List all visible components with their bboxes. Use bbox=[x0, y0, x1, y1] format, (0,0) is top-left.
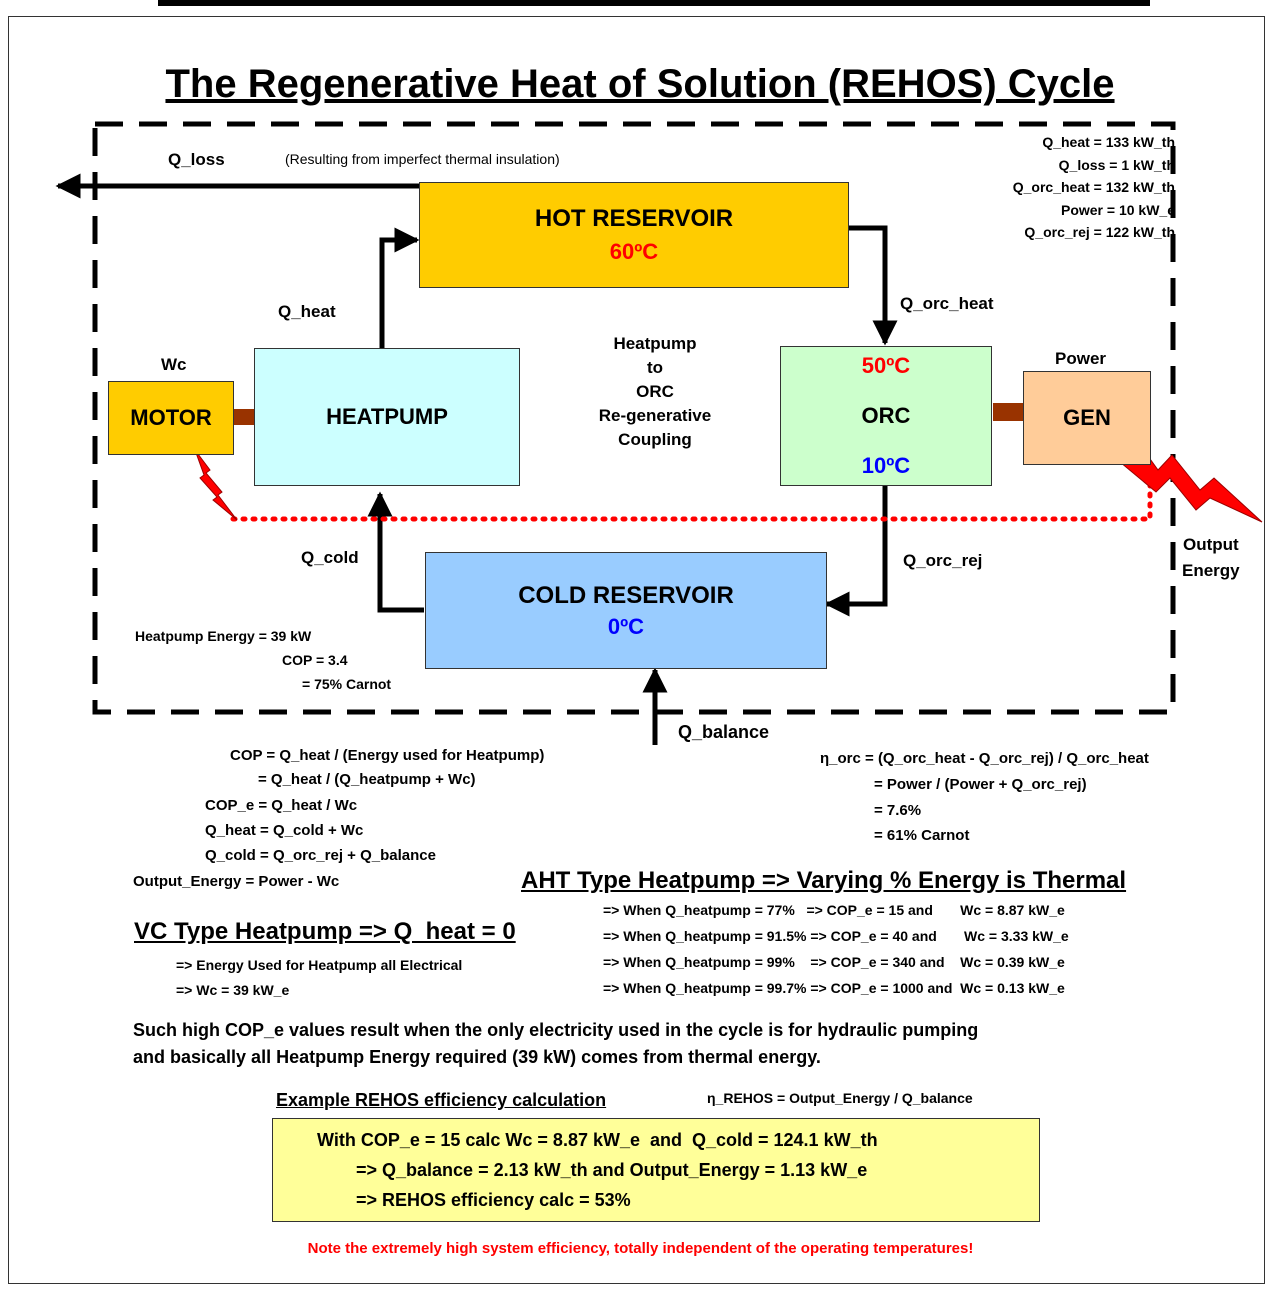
motor-label: MOTOR bbox=[130, 405, 212, 430]
page-title: The Regenerative Heat of Solution (REHOS… bbox=[165, 62, 1115, 106]
example-line-3: => REHOS efficiency calc = 53% bbox=[356, 1190, 631, 1210]
q-orc-heat-label: Q_orc_heat bbox=[900, 294, 994, 313]
q-loss-label: Q_loss bbox=[168, 150, 225, 169]
heatpump-carnot: = 75% Carnot bbox=[302, 676, 392, 692]
example-heading: Example REHOS efficiency calculation bbox=[276, 1090, 607, 1110]
example-box bbox=[272, 1118, 1040, 1222]
slide-frame bbox=[8, 16, 1265, 1284]
gen-box: GEN bbox=[1023, 371, 1151, 465]
power-label: Power bbox=[1055, 349, 1107, 368]
aht-row-3: => When Q_heatpump = 99% => COP_e = 340 … bbox=[603, 954, 1065, 970]
motor-box: MOTOR bbox=[108, 381, 234, 455]
explanation-line-1: Such high COP_e values result when the o… bbox=[133, 1020, 979, 1040]
coupling-note: Heatpump to ORC Re-generative Coupling bbox=[560, 332, 750, 452]
q-loss-note: (Resulting from imperfect thermal insula… bbox=[285, 151, 560, 167]
orc-cold-temp: 10ºC bbox=[861, 453, 911, 478]
value-q-orc-rej: Q_orc_rej = 122 kW_th bbox=[1024, 224, 1175, 240]
output-energy-label: Output Energy bbox=[1182, 532, 1240, 584]
cop-formula-4: Q_heat = Q_cold + Wc bbox=[205, 822, 364, 839]
q-cold-label: Q_cold bbox=[301, 548, 359, 567]
vc-row-1: => Energy Used for Heatpump all Electric… bbox=[176, 957, 463, 973]
orc-formula-4: = 61% Carnot bbox=[874, 827, 970, 844]
example-line-2: => Q_balance = 2.13 kW_th and Output_Ene… bbox=[356, 1160, 868, 1180]
explanation-line-2: and basically all Heatpump Energy requir… bbox=[133, 1047, 821, 1067]
q-balance-label: Q_balance bbox=[678, 722, 770, 742]
example-line-1: With COP_e = 15 calc Wc = 8.87 kW_e and … bbox=[317, 1130, 878, 1150]
cold-reservoir-box: COLD RESERVOIR 0ºC bbox=[425, 552, 827, 669]
footer-note: Note the extremely high system efficienc… bbox=[307, 1240, 974, 1257]
hot-reservoir-label: HOT RESERVOIR bbox=[534, 205, 734, 232]
cop-formula-2: = Q_heat / (Q_heatpump + Wc) bbox=[258, 771, 476, 788]
value-q-loss: Q_loss = 1 kW_th bbox=[1058, 156, 1175, 173]
values-list: Q_heat = 133 kW_th Q_loss = 1 kW_th Q_or… bbox=[1013, 131, 1175, 244]
power-return-line bbox=[227, 481, 1153, 522]
heatpump-energy: Heatpump Energy = 39 kW bbox=[135, 628, 312, 644]
cold-reservoir-label: COLD RESERVOIR bbox=[518, 581, 734, 609]
example-formula: η_REHOS = Output_Energy / Q_balance bbox=[707, 1090, 973, 1106]
coupling-line-4: Re-generative bbox=[598, 406, 712, 425]
q-cold-arrow bbox=[367, 491, 424, 613]
system-boundary bbox=[92, 121, 1176, 715]
gen-label: GEN bbox=[1063, 405, 1111, 430]
value-q-orc-heat: Q_orc_heat = 132 kW_th bbox=[1012, 179, 1175, 195]
q-orc-heat-arrow bbox=[848, 225, 898, 346]
cop-formula-3: COP_e = Q_heat / Wc bbox=[205, 797, 358, 814]
heatpump-label: HEATPUMP bbox=[326, 404, 448, 429]
wc-label: Wc bbox=[161, 355, 187, 374]
value-power: Power = 10 kW_e bbox=[1060, 201, 1175, 218]
aht-row-2: => When Q_heatpump = 91.5% => COP_e = 40… bbox=[603, 928, 1069, 944]
aht-heading: AHT Type Heatpump => Varying % Energy is… bbox=[521, 867, 1127, 894]
aht-row-1: => When Q_heatpump = 77% => COP_e = 15 a… bbox=[603, 902, 1065, 918]
top-bar bbox=[158, 0, 1150, 6]
hot-reservoir-box: HOT RESERVOIR 60ºC bbox=[419, 182, 849, 288]
cop-formula-5: Q_cold = Q_orc_rej + Q_balance bbox=[205, 847, 436, 864]
orc-formula-2: = Power / (Power + Q_orc_rej) bbox=[874, 776, 1087, 793]
q-orc-rej-arrow bbox=[824, 485, 888, 617]
coupling-line-5: Coupling bbox=[618, 430, 692, 449]
motor-shaft bbox=[233, 409, 255, 425]
cop-formula-6: Output_Energy = Power - Wc bbox=[133, 873, 340, 890]
coupling-line-1: Heatpump bbox=[613, 334, 697, 353]
q-heat-arrow bbox=[379, 227, 420, 348]
value-q-heat: Q_heat = 133 kW_th bbox=[1042, 134, 1175, 150]
hot-reservoir-temp: 60ºC bbox=[609, 239, 659, 264]
motor-lightning-icon bbox=[194, 449, 238, 521]
cop-formula-1: COP = Q_heat / (Energy used for Heatpump… bbox=[230, 747, 545, 764]
q-heat-label: Q_heat bbox=[278, 302, 336, 321]
output-line-2: Energy bbox=[1182, 561, 1240, 580]
q-orc-rej-label: Q_orc_rej bbox=[903, 551, 983, 570]
heatpump-box: HEATPUMP bbox=[254, 348, 520, 486]
aht-row-4: => When Q_heatpump = 99.7% => COP_e = 10… bbox=[603, 980, 1065, 996]
cold-reservoir-temp: 0ºC bbox=[607, 613, 645, 639]
coupling-line-2: to bbox=[646, 358, 664, 377]
output-line-1: Output bbox=[1182, 535, 1239, 554]
coupling-line-3: ORC bbox=[636, 382, 674, 401]
orc-label: ORC bbox=[861, 403, 911, 428]
orc-box: 50ºC ORC 10ºC bbox=[780, 346, 992, 486]
output-lightning-icon bbox=[1119, 444, 1263, 523]
vc-heading: VC Type Heatpump => Q_heat = 0 bbox=[134, 918, 516, 945]
orc-formula-3: = 7.6% bbox=[874, 802, 922, 819]
heatpump-cop: COP = 3.4 bbox=[282, 652, 348, 668]
vc-row-2: => Wc = 39 kW_e bbox=[176, 982, 290, 998]
gen-shaft bbox=[993, 403, 1023, 421]
orc-formula-1: η_orc = (Q_orc_heat - Q_orc_rej) / Q_orc… bbox=[820, 750, 1149, 767]
orc-hot-temp: 50ºC bbox=[861, 353, 911, 378]
